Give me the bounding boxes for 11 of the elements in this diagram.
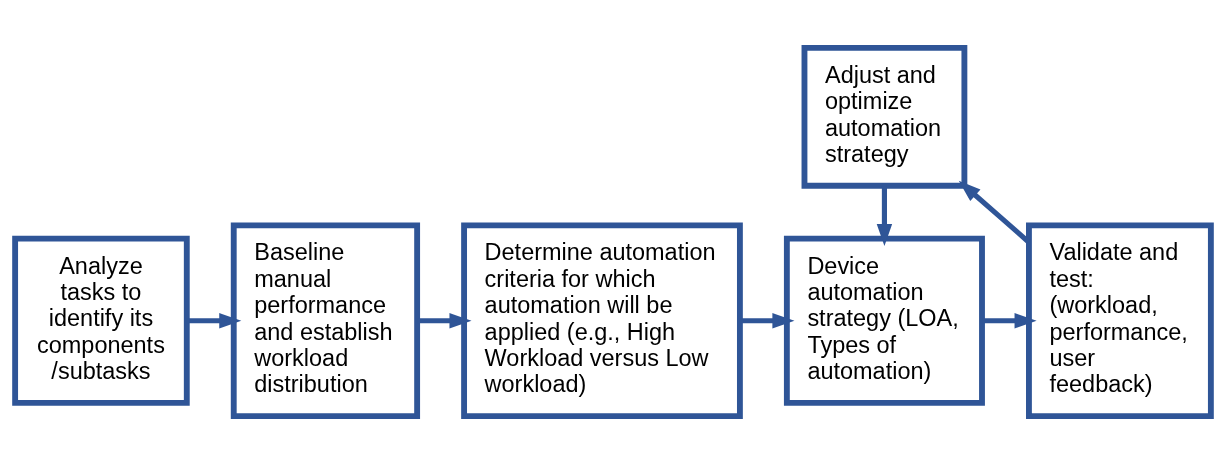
node-box: Device automation strategy (LOA, Types of automation): [783, 235, 985, 406]
arrow: [876, 185, 893, 246]
node-box: Analyze tasks to identify its components /subtasks: [12, 235, 190, 406]
arrow: [186, 312, 242, 328]
arrow: [982, 312, 1037, 328]
node-box: Baseline manual performance and establish workload distribution: [230, 221, 421, 419]
arrow: [739, 312, 795, 328]
arrow: [417, 312, 472, 328]
node-box: Validate and test: (workload, performance, user feedback): [1026, 221, 1214, 419]
node-box: Adjust and optimize automation strategy: [801, 44, 968, 189]
node-box: Determine automation criteria for which automation will be applied (e.g., High Workload versus Low workload): [461, 221, 743, 419]
